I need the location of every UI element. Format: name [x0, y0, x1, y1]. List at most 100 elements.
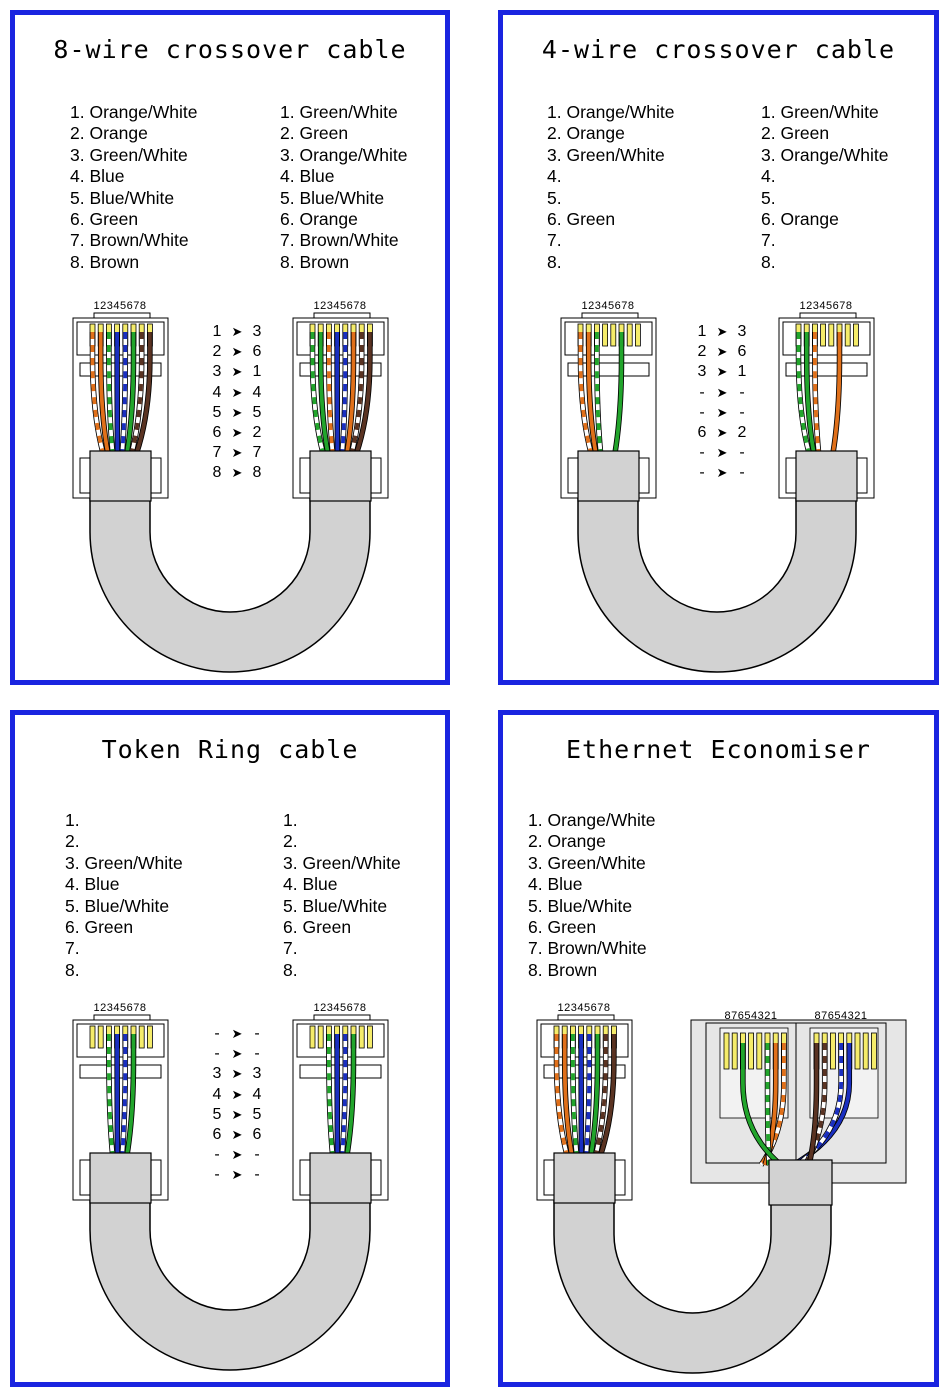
wire-list-item: 3. Green/White	[65, 852, 183, 873]
cable-loop	[89, 1164, 371, 1371]
wire-list-item: 4.	[761, 166, 776, 187]
pin-mapping-row: -➤-	[210, 1165, 264, 1185]
pin-from: 2	[697, 343, 707, 361]
pin-mapping-row: -➤-	[695, 463, 749, 483]
wire-stripe	[327, 1034, 335, 1156]
pin-from: -	[214, 1146, 220, 1164]
panel-title: Token Ring cable	[101, 735, 359, 764]
pin-mapping-row: -➤-	[695, 443, 749, 463]
arrow-icon: ➤	[231, 445, 243, 461]
arrow-icon: ➤	[231, 1147, 243, 1163]
cable-jacket	[553, 1164, 832, 1374]
wire-list-item: 5. Blue/White	[70, 187, 175, 208]
wire-list-item: 2.	[283, 831, 298, 852]
wire-list-item: 4.	[547, 166, 562, 187]
contact-pin	[626, 323, 633, 347]
pin-bracket	[313, 1014, 371, 1020]
arrow-icon: ➤	[231, 1106, 243, 1122]
pin-from: -	[699, 383, 705, 401]
rj45-plug: 12345678	[536, 1002, 633, 1201]
pin-from: -	[214, 1045, 220, 1063]
wire-stripe	[796, 332, 811, 454]
arrow-icon: ➤	[716, 425, 728, 441]
wire-list-item: 4. Blue	[528, 874, 583, 895]
wire-list-item: 8. Brown	[280, 251, 350, 272]
pin-from: 3	[212, 363, 222, 381]
arrow-icon: ➤	[231, 1066, 243, 1082]
pin-numbers: 12345678	[314, 300, 367, 312]
wire-list-item: 8.	[283, 959, 298, 980]
panel-title: 4-wire crossover cable	[541, 35, 896, 64]
socket-pin	[829, 1032, 836, 1070]
panel-title: 8-wire crossover cable	[53, 35, 407, 64]
wire-stripe	[795, 1043, 843, 1167]
pin-bracket	[799, 312, 857, 318]
pin-to: 1	[737, 363, 747, 381]
pin-from: 3	[212, 1065, 222, 1083]
cable-sleeve	[309, 450, 372, 502]
wire	[807, 1043, 819, 1166]
socket-pin	[756, 1032, 763, 1070]
contact-pin	[610, 323, 617, 347]
wire-stripe	[593, 1034, 608, 1156]
wire-stripe	[584, 1034, 592, 1156]
pin-bracket	[557, 1014, 615, 1020]
wire	[804, 332, 816, 454]
wire-stripe	[595, 332, 603, 454]
wire-list-item: 6. Green	[283, 917, 352, 938]
socket-pin	[870, 1032, 877, 1070]
pin-to: -	[739, 403, 745, 421]
pin-bracket	[93, 312, 151, 318]
pin-from: 1	[212, 323, 222, 340]
wire-list-item: 5. Blue/White	[280, 187, 385, 208]
cable-jacket	[577, 462, 857, 673]
contact-pin	[366, 1025, 373, 1049]
contact-pin	[358, 1025, 365, 1049]
wire	[741, 1043, 783, 1167]
wire-list-item: 1.	[65, 810, 80, 830]
pin-from: -	[699, 403, 705, 421]
pin-numbers: 12345678	[800, 300, 853, 312]
wire-list-item: 1. Orange/White	[528, 810, 656, 830]
pin-from: 4	[212, 1085, 222, 1103]
wire-list-item: 1. Orange/White	[70, 102, 198, 122]
arrow-icon: ➤	[716, 445, 728, 461]
plug-latch	[299, 1064, 382, 1079]
contact-pin	[97, 1025, 104, 1049]
arrow-icon: ➤	[231, 1086, 243, 1102]
pin-from: 5	[212, 1105, 222, 1123]
arrow-icon: ➤	[231, 344, 243, 360]
pin-mapping-row: 4➤4	[210, 1085, 264, 1105]
contact-pin	[89, 1025, 96, 1049]
wire-stripe	[340, 1034, 348, 1156]
wire	[318, 332, 330, 454]
wire-stripe	[803, 1043, 827, 1166]
pin-from: -	[214, 1025, 220, 1042]
wire-list-item: 5. Blue/White	[283, 895, 388, 916]
wire-list-item: 3. Green/White	[547, 144, 665, 165]
pin-mapping-row: 1➤3	[695, 322, 749, 342]
rj45-plug: 12345678	[292, 300, 389, 499]
wire-list-item: 5.	[761, 187, 776, 208]
contact-pin	[844, 323, 851, 347]
pin-to: -	[739, 464, 745, 482]
wire	[125, 332, 136, 454]
wire-list-item: 3. Orange/White	[761, 144, 889, 165]
pin-from: 8	[212, 464, 222, 482]
wire-list-item: 7.	[65, 938, 80, 959]
contact-pin	[138, 1025, 145, 1049]
pin-to: 5	[252, 1105, 262, 1123]
pin-numbers: 12345678	[94, 300, 147, 312]
wire-stripe	[578, 332, 593, 454]
wire-list-item: 2.	[65, 831, 80, 852]
wire	[831, 332, 842, 454]
pin-from: 4	[212, 383, 222, 401]
cable-sleeve	[89, 1152, 152, 1204]
pin-to: 6	[252, 343, 262, 361]
wire-list-item: 1.	[283, 810, 298, 830]
